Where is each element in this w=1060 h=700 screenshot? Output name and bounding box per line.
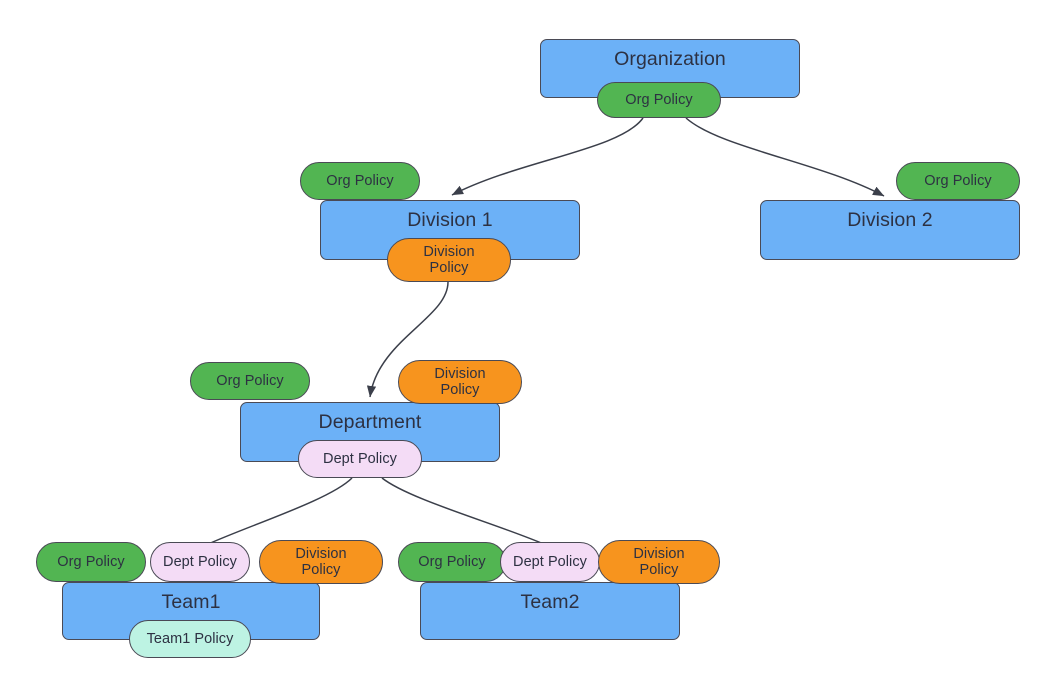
policy-pill-label: Dept Policy — [163, 553, 237, 570]
edge-org-to-division2 — [685, 117, 885, 197]
policy-pill-label: Org Policy — [625, 91, 693, 108]
edge-dept-to-team1 — [205, 477, 353, 546]
policy-pill-label: Org Policy — [216, 372, 284, 389]
policy-pill-label: Division Policy — [423, 243, 475, 276]
node-team2[interactable]: Team2 — [420, 582, 680, 640]
policy-pill-org-policy-team1[interactable]: Org Policy — [36, 542, 146, 582]
policy-pill-label: Org Policy — [924, 172, 992, 189]
policy-pill-division-policy-team1[interactable]: Division Policy — [259, 540, 383, 584]
edge-org-to-division1 — [451, 117, 644, 196]
policy-pill-division-policy-team2[interactable]: Division Policy — [598, 540, 720, 584]
policy-pill-label: Division Policy — [434, 365, 486, 398]
node-division2[interactable]: Division 2 — [760, 200, 1020, 260]
policy-pill-label: Division Policy — [295, 545, 347, 578]
policy-pill-label: Team1 Policy — [146, 630, 234, 647]
policy-pill-org-policy-division2[interactable]: Org Policy — [896, 162, 1020, 200]
policy-pill-label: Org Policy — [57, 553, 125, 570]
policy-pill-org-policy-team2[interactable]: Org Policy — [398, 542, 506, 582]
node-label: Organization — [614, 48, 726, 70]
node-label: Division 2 — [847, 209, 933, 231]
node-label: Department — [318, 411, 422, 433]
policy-pill-label: Division Policy — [633, 545, 685, 578]
policy-pill-label: Dept Policy — [323, 450, 397, 467]
policy-pill-team1-policy-team1[interactable]: Team1 Policy — [129, 620, 251, 658]
node-label: Team1 — [161, 591, 221, 613]
policy-pill-label: Org Policy — [418, 553, 486, 570]
policy-pill-division-policy-department[interactable]: Division Policy — [398, 360, 522, 404]
edge-dept-to-team2 — [381, 477, 547, 546]
policy-pill-label: Org Policy — [326, 172, 394, 189]
policy-pill-dept-policy-team2[interactable]: Dept Policy — [500, 542, 600, 582]
policy-pill-org-policy-organization[interactable]: Org Policy — [597, 82, 721, 118]
policy-pill-division-policy-division1[interactable]: Division Policy — [387, 238, 511, 282]
node-label: Division 1 — [407, 209, 493, 231]
policy-pill-label: Dept Policy — [513, 553, 587, 570]
policy-pill-org-policy-division1[interactable]: Org Policy — [300, 162, 420, 200]
policy-pill-dept-policy-team1[interactable]: Dept Policy — [150, 542, 250, 582]
node-label: Team2 — [520, 591, 580, 613]
policy-pill-dept-policy-department[interactable]: Dept Policy — [298, 440, 422, 478]
policy-pill-org-policy-department[interactable]: Org Policy — [190, 362, 310, 400]
